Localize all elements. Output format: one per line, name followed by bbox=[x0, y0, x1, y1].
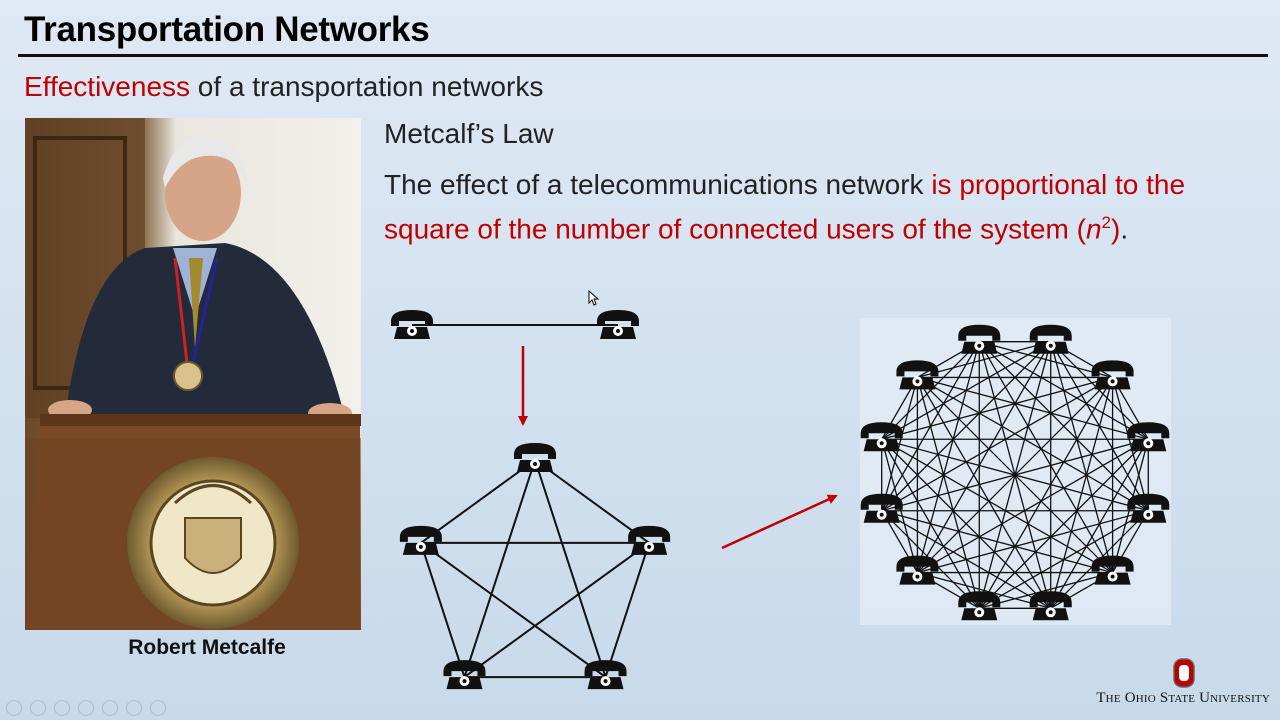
network-edge bbox=[881, 376, 1113, 440]
network-edge bbox=[978, 341, 1114, 573]
zoom-icon[interactable] bbox=[102, 700, 118, 716]
law-text-plain: The effect of a telecommunications netwo… bbox=[384, 169, 932, 200]
prev-slide-icon[interactable] bbox=[6, 700, 22, 716]
network-edge bbox=[881, 438, 1113, 574]
network-edge bbox=[463, 459, 536, 678]
telephone-icon bbox=[514, 443, 556, 472]
university-logo-icon bbox=[1173, 658, 1195, 688]
next-slide-icon[interactable] bbox=[30, 700, 46, 716]
network-edge bbox=[420, 542, 607, 678]
network-edge bbox=[881, 510, 1113, 574]
speaker-photo bbox=[25, 118, 361, 630]
telephone-icon bbox=[399, 525, 442, 555]
more-icon[interactable] bbox=[150, 700, 166, 716]
network-edge bbox=[463, 542, 650, 678]
law-variable: n bbox=[1085, 213, 1102, 245]
subtitle-rest: of a transportation networks bbox=[190, 71, 544, 102]
network-two-nodes bbox=[391, 310, 639, 339]
law-period: . bbox=[1120, 213, 1129, 245]
subtitle: Effectiveness of a transportation networ… bbox=[24, 71, 543, 103]
network-edge bbox=[978, 377, 1114, 609]
law-statement: The effect of a telecommunications netwo… bbox=[384, 166, 1244, 248]
slide-title: Transportation Networks bbox=[24, 10, 430, 49]
title-divider bbox=[18, 54, 1268, 57]
network-edge bbox=[979, 571, 1113, 609]
pen-icon[interactable] bbox=[54, 700, 70, 716]
presentation-toolbar[interactable] bbox=[6, 700, 166, 716]
network-edge bbox=[917, 341, 1051, 379]
network-edge bbox=[917, 510, 1149, 574]
law-title: Metcalf’s Law bbox=[384, 118, 554, 149]
network-edge bbox=[917, 438, 1149, 574]
network-edge bbox=[419, 542, 466, 678]
network-edge bbox=[534, 459, 607, 678]
network-twelve-nodes bbox=[860, 324, 1170, 621]
law-closing-paren: ) bbox=[1110, 213, 1121, 245]
mouse-cursor-icon bbox=[588, 290, 600, 306]
subtitles-icon[interactable] bbox=[126, 700, 142, 716]
network-edge bbox=[881, 438, 980, 609]
law-text-highlight: is proportional to the square of the num… bbox=[384, 169, 1186, 245]
network-edge bbox=[917, 376, 1149, 512]
network-edge bbox=[881, 376, 1113, 512]
slides-icon[interactable] bbox=[78, 700, 94, 716]
photo-caption: Robert Metcalfe bbox=[128, 636, 286, 659]
law-exponent: 2 bbox=[1101, 213, 1111, 232]
network-edge bbox=[534, 459, 650, 544]
network-edge bbox=[917, 376, 1149, 440]
network-edge bbox=[916, 341, 1052, 573]
telephone-icon bbox=[628, 525, 671, 555]
network-edge bbox=[881, 438, 1052, 609]
network-edge bbox=[916, 376, 1114, 574]
network-edge bbox=[916, 377, 1052, 609]
right-arrow-icon bbox=[721, 494, 838, 550]
network-edge bbox=[604, 542, 651, 678]
university-name: The Ohio State University bbox=[1096, 690, 1270, 706]
network-edge bbox=[881, 377, 919, 511]
network-edge bbox=[917, 571, 1051, 609]
subtitle-highlight: Effectiveness bbox=[24, 71, 191, 102]
network-edge bbox=[420, 459, 536, 544]
network-five-nodes bbox=[399, 443, 671, 690]
network-edge bbox=[916, 377, 980, 609]
